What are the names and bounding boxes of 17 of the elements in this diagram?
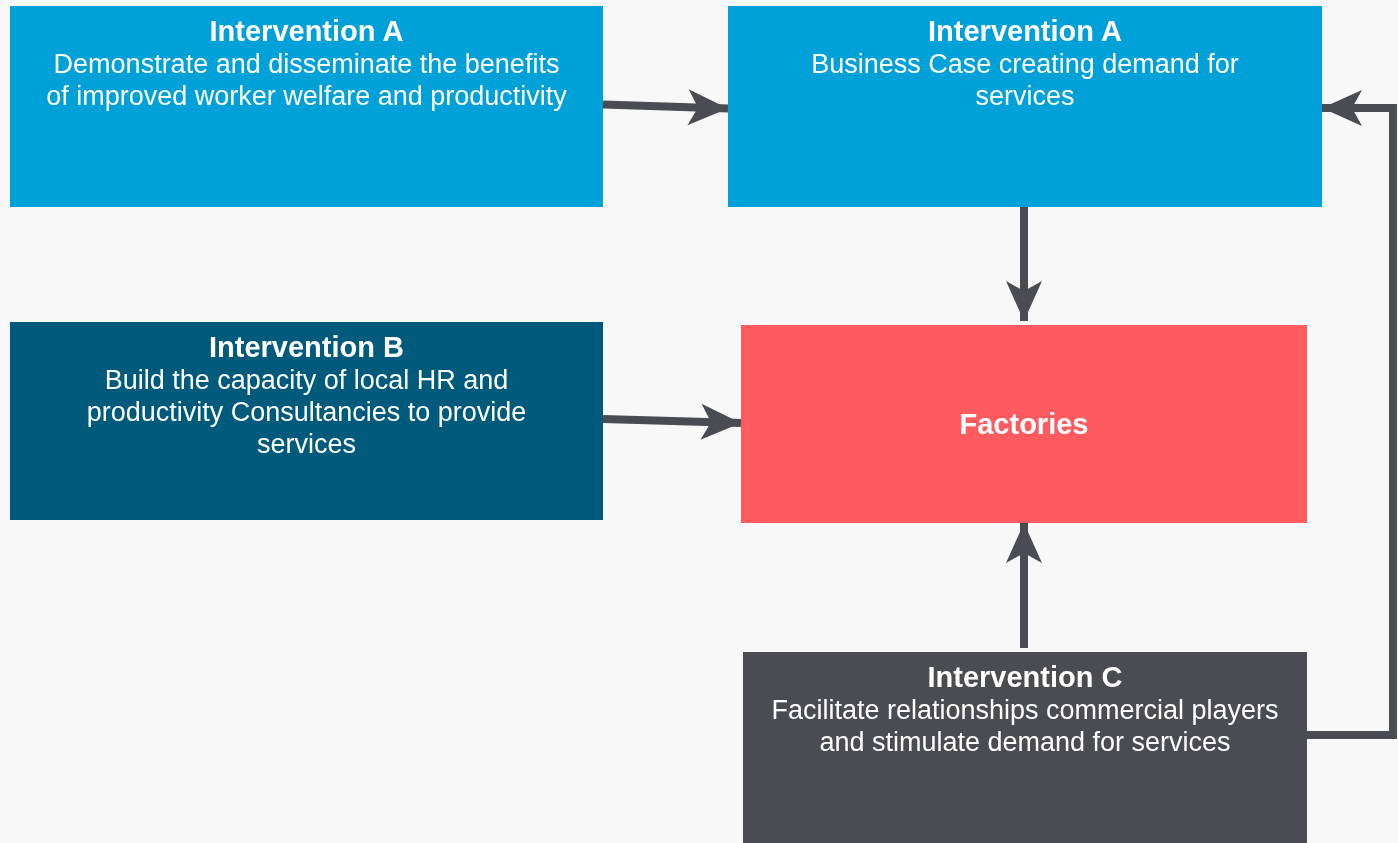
box-description: Demonstrate and disseminate the benefits of improved worker welfare and productivity [45,48,568,112]
intervention-box [10,6,603,207]
intervention-box [743,652,1307,843]
intervention-box [728,6,1322,207]
intervention-box [10,322,603,520]
arrow [602,403,742,440]
arrow [1307,90,1397,739]
box-description: Build the capacity of local HR and productivity Consultancies to provide services [85,364,528,460]
box-description: Facilitate relationships commercial players and stimulate demand for services [770,694,1280,758]
box-description: Business Case creating demand for services [810,48,1240,112]
box-heading: Intervention A [928,14,1122,48]
box-heading: Intervention B [209,330,404,364]
box-heading: Intervention C [927,660,1123,694]
box-heading: Intervention A [209,14,404,48]
arrow [602,89,729,126]
factories-box [741,325,1307,523]
box-heading: Factories [959,407,1089,441]
